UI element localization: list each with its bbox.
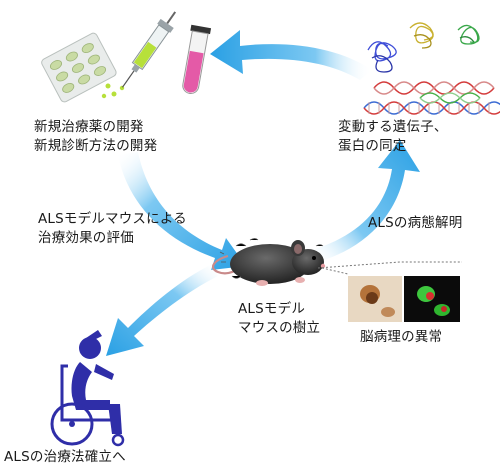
protein-coil-icons — [367, 22, 480, 73]
pill-blister-icon — [41, 32, 117, 103]
brain-pathology-text: 脳病理の異常 — [360, 329, 443, 345]
mouse-model-line-2: マウスの樹立 — [238, 320, 321, 336]
test-tube-icon — [182, 24, 212, 95]
treatment-evaluation-label: ALSモデルマウスによる 治療効果の評価 — [38, 210, 187, 248]
pathology-elucidation-label: ALSの病態解明 — [368, 214, 462, 233]
mouse-icon — [211, 238, 326, 286]
arrow-top — [210, 30, 372, 80]
dna-icon — [363, 81, 500, 115]
mouse-model-line-1: ALSモデル — [238, 301, 306, 317]
drug-development-label: 新規治療薬の開発 新規診断方法の開発 — [34, 118, 157, 156]
arrow-to-patient — [106, 264, 218, 356]
treatment-establishment-text: ALSの治療法確立へ — [4, 449, 126, 465]
wheelchair-patient-icon — [50, 330, 125, 447]
brain-pathology-label: 脳病理の異常 — [360, 328, 442, 347]
dotted-connector-2 — [317, 261, 462, 269]
arrow-right — [312, 140, 420, 262]
treatment-establishment-label: ALSの治療法確立へ — [4, 448, 126, 467]
micrograph-icon — [348, 276, 460, 322]
syringe-icon — [121, 11, 177, 88]
gene-identification-line-1: 変動する遺伝子、 — [338, 119, 448, 135]
loose-pills — [101, 83, 125, 99]
pathology-elucidation-text: ALSの病態解明 — [368, 215, 463, 231]
dotted-connector — [321, 267, 349, 275]
drug-development-line-2: 新規診断方法の開発 — [34, 138, 158, 154]
gene-identification-line-2: 蛋白の同定 — [338, 138, 407, 154]
drug-development-line-1: 新規治療薬の開発 — [34, 119, 144, 135]
gene-identification-label: 変動する遺伝子、 蛋白の同定 — [338, 118, 448, 156]
treatment-evaluation-line-1: ALSモデルマウスによる — [38, 211, 187, 227]
mouse-model-label: ALSモデル マウスの樹立 — [238, 300, 320, 338]
treatment-evaluation-line-2: 治療効果の評価 — [38, 230, 134, 246]
